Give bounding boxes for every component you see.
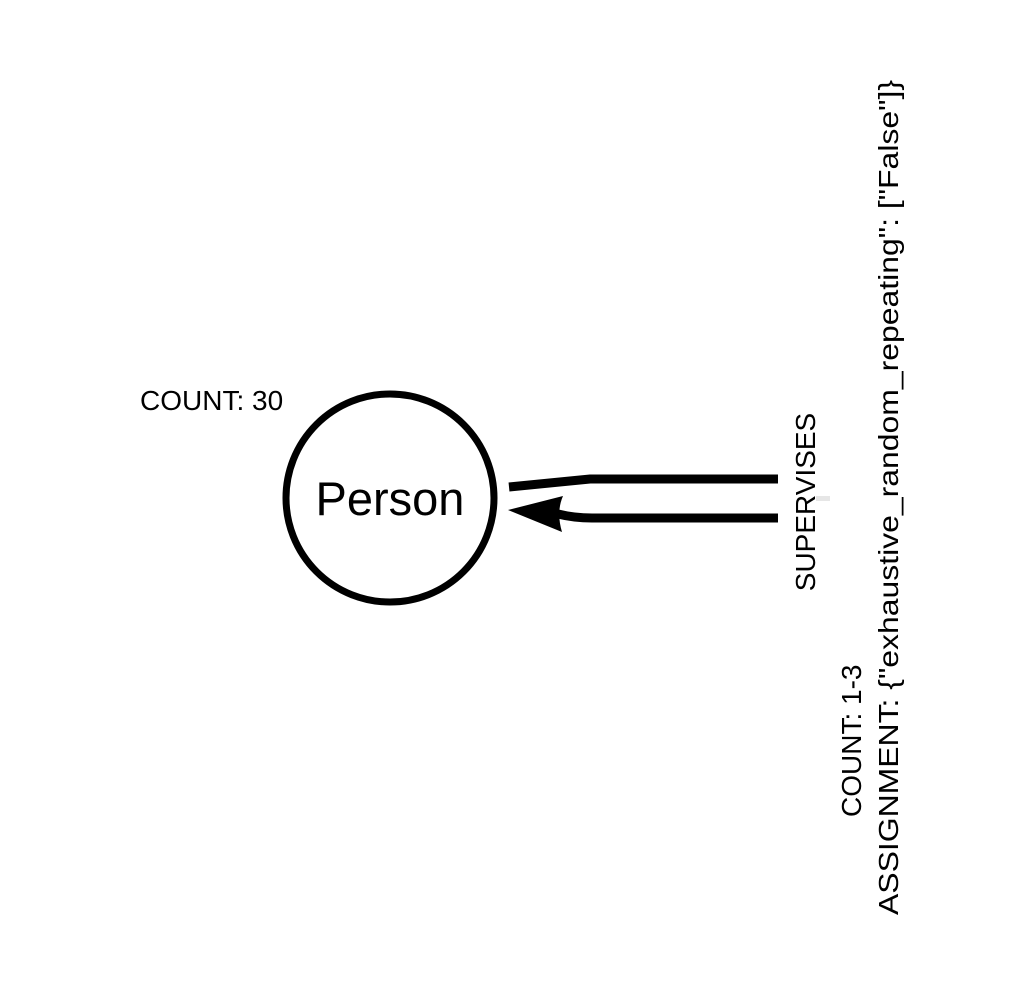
relationship-count-label: COUNT: 1-3: [836, 665, 867, 817]
person-node-count-label: COUNT: 30: [140, 385, 283, 416]
person-node-label: Person: [316, 472, 465, 525]
relationship-label-gap-marker: [816, 496, 830, 501]
relationship-type-label: SUPERVISES: [790, 413, 821, 591]
relationship-assignment-label: ASSIGNMENT: {"exhaustive_random_repeatin…: [873, 80, 904, 915]
relationship-arrowhead: [508, 496, 563, 532]
supervises-relationship[interactable]: [508, 474, 778, 532]
person-node[interactable]: Person: [282, 390, 498, 606]
relationship-outgoing-line: [508, 474, 778, 492]
relationship-incoming-line: [556, 509, 778, 523]
person-node-circle: [282, 390, 498, 606]
